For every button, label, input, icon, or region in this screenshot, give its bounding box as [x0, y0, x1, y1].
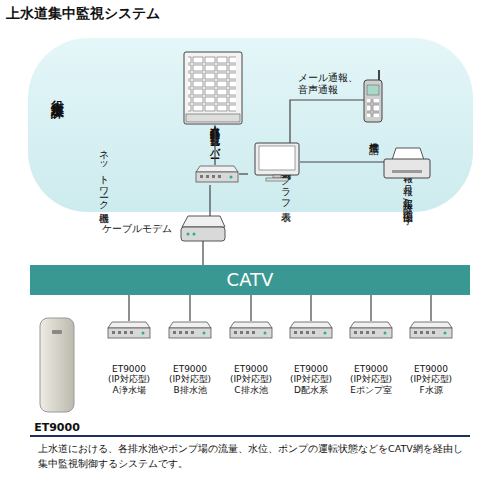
network-cable [300, 161, 384, 162]
network-cable [239, 173, 248, 174]
node-label: ET9000 (IP対応型) F水源 [402, 364, 460, 396]
network-icon [196, 166, 238, 182]
device-node: 上水道集中 監視サーバー [176, 50, 252, 154]
device-node: 日報、月報、年報 故障/復旧印字 [360, 145, 454, 207]
node-label: 子局状態表示 グラフ表示 [279, 158, 291, 206]
et9000-icon [350, 322, 392, 338]
node-label: ケーブルモデム [102, 223, 172, 235]
et9000-icon [230, 322, 272, 338]
device-node: ET9000 [27, 312, 87, 434]
network-cable [202, 241, 203, 265]
device-node: ET9000 (IP対応型) B排水池 [161, 318, 219, 396]
node-label: 携帯電話 [367, 134, 379, 138]
node-label: 日報、月報、年報 故障/復旧印字 [401, 164, 413, 207]
node-label: ET9000 (IP対応型) C排水池 [222, 364, 280, 396]
et9000-icon [290, 322, 332, 338]
network-cable [250, 295, 251, 321]
device-node: ケーブルモデム [100, 212, 230, 246]
section-label: 役所水道課 [50, 90, 66, 95]
node-label: ET9000 [34, 421, 80, 434]
et9000-illustration [40, 318, 74, 412]
network-cable [189, 295, 190, 321]
device-node: ネットワーク機器 [95, 163, 240, 187]
device-node: ET9000 (IP対応型) D配水系 [282, 318, 340, 396]
et9000-icon [169, 322, 211, 338]
node-label: ET9000 (IP対応型) A浄水場 [100, 364, 158, 396]
device-node: ET9000 (IP対応型) C排水池 [222, 318, 280, 396]
network-cable [290, 100, 364, 143]
network-cable [128, 295, 129, 321]
modem-icon [181, 216, 225, 241]
network-cable [209, 185, 210, 216]
network-cable [214, 130, 215, 165]
printer-icon [384, 148, 430, 178]
phone-icon [364, 70, 382, 122]
device-node: 子局状態表示 グラフ表示 [248, 140, 322, 206]
node-label: ET9000 (IP対応型) Eポンプ室 [342, 364, 400, 396]
network-band: CATV [30, 265, 470, 295]
device-node: ET9000 (IP対応型) F水源 [402, 318, 460, 396]
et9000-icon [108, 322, 150, 338]
office-region: 役所水道課上水道集中 監視サーバーネットワーク機器 子局状態表示 グラフ表示 携帯電… [28, 38, 473, 212]
server-icon [184, 52, 242, 124]
device-node: ET9000 (IP対応型) A浄水場 [100, 318, 158, 396]
network-cable [310, 295, 311, 321]
node-label: ET9000 (IP対応型) B排水池 [161, 364, 219, 396]
node-label: ネットワーク機器 [97, 143, 109, 207]
et9000-icon [410, 322, 452, 338]
pc-icon [255, 143, 299, 181]
node-label: ET9000 (IP対応型) D配水系 [282, 364, 340, 396]
diagram-caption: 上水道における、各排水池やポンプ場の流量、水位、ポンプの運転状態などをCATV網… [38, 441, 474, 471]
network-cable [430, 295, 431, 321]
edge-label: メール通報、 音声通報 [298, 72, 368, 96]
node-label: CATV [227, 269, 274, 291]
node-label: 上水道集中 監視サーバー [208, 117, 220, 154]
device-node: ET9000 (IP対応型) Eポンプ室 [342, 318, 400, 396]
caption-rule [30, 435, 470, 437]
network-cable [370, 295, 371, 321]
diagram-title: 上水道集中監視システム [6, 5, 160, 23]
